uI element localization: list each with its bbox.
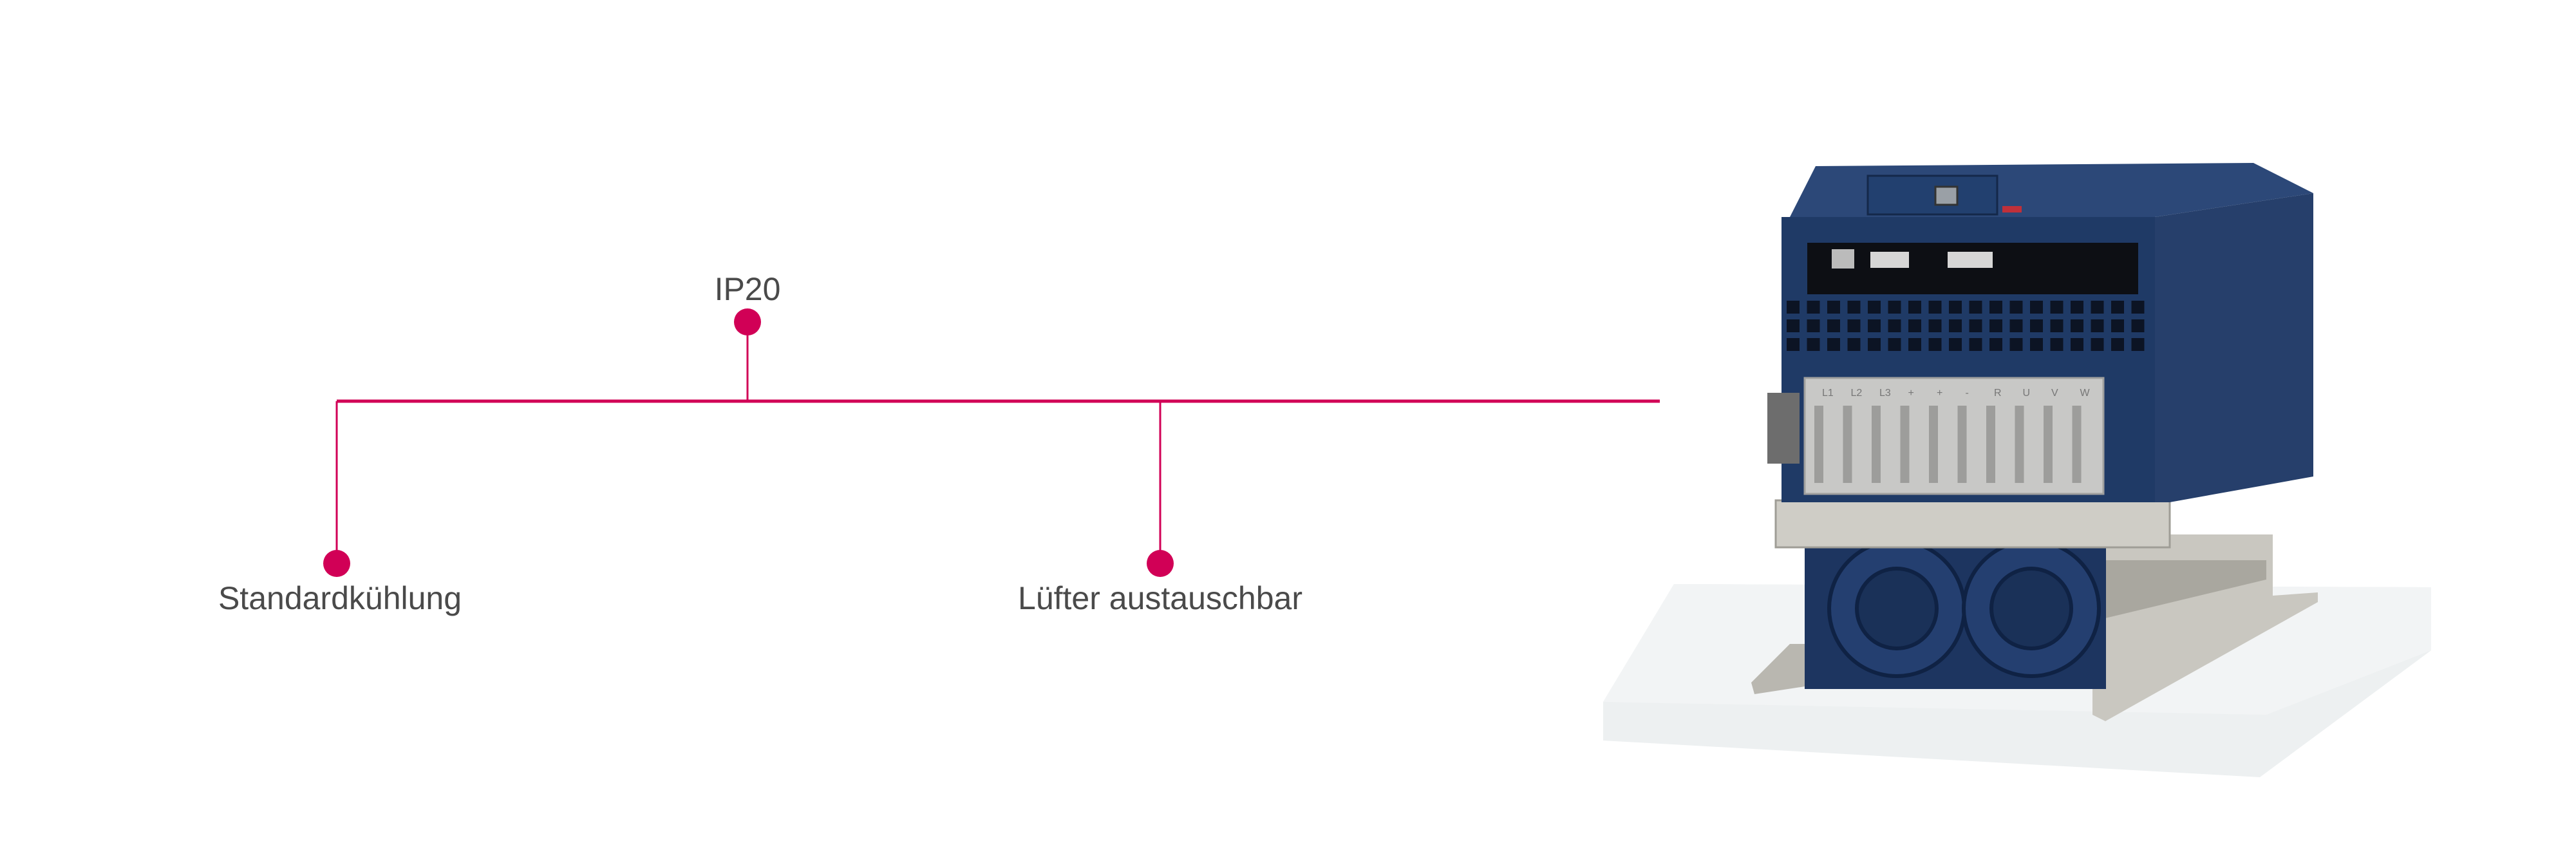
terminal-slot	[2015, 406, 2024, 483]
vent-slot	[2009, 338, 2023, 351]
vent-slot	[1807, 338, 1820, 351]
vent-slot	[1888, 319, 1901, 332]
vent-slot	[2030, 301, 2043, 314]
vent-slot	[1787, 301, 1800, 314]
control-slot	[1807, 243, 2138, 294]
terminal-slot	[1843, 406, 1852, 483]
terminal-slot	[1872, 406, 1881, 483]
vent-slot	[1928, 319, 1942, 332]
vent-slot	[2111, 319, 2124, 332]
terminal-slot	[1814, 406, 1823, 483]
vent-slot	[1827, 338, 1840, 351]
vent-slot	[2050, 301, 2064, 314]
vent-slot	[2111, 338, 2124, 351]
vent-slot	[1868, 338, 1881, 351]
vent-slot	[1989, 301, 2002, 314]
vent-slot	[1847, 338, 1861, 351]
terminal-label: L3	[1879, 388, 1891, 399]
terminal-slot	[1986, 406, 1995, 483]
vent-slot	[1949, 319, 1962, 332]
mounting-plate	[1774, 499, 2171, 549]
vent-slot	[1888, 301, 1901, 314]
vent-slot	[1908, 301, 1921, 314]
connector-lines	[335, 322, 1660, 563]
terminal-label: +	[1908, 388, 1914, 399]
terminal-slot	[1957, 406, 1967, 483]
vent-slot	[1888, 338, 1901, 351]
feature-label-fan: Lüfter austauschbar	[1018, 580, 1302, 616]
ground-terminal	[1767, 393, 1800, 464]
vent-slot	[2131, 301, 2145, 314]
vent-slot	[1868, 319, 1881, 332]
terminal-label: V	[2051, 388, 2058, 399]
vent-slot	[1807, 319, 1820, 332]
housing-right-side	[2155, 193, 2313, 502]
vent-slot	[1989, 319, 2002, 332]
vent-slot	[1847, 319, 1861, 332]
terminal-label: L2	[1851, 388, 1863, 399]
vent-slot	[2050, 338, 2064, 351]
vent-slot	[1787, 319, 1800, 332]
terminal-label: U	[2023, 388, 2031, 399]
bracket-left	[1751, 644, 1809, 694]
vent-slot	[2030, 319, 2043, 332]
vent-slot	[1928, 301, 1942, 314]
vent-slot	[2071, 301, 2083, 314]
terminal-slot	[1929, 406, 1938, 483]
terminal-slot	[2072, 406, 2082, 483]
vent-slot	[2071, 319, 2083, 332]
cooling-dot[interactable]	[323, 550, 350, 577]
terminal-label: L1	[1822, 388, 1834, 399]
fan-dot[interactable]	[1147, 550, 1174, 577]
terminal-label: -	[1966, 388, 1969, 399]
vent-slot	[1847, 301, 1861, 314]
vent-slot	[2091, 338, 2104, 351]
vent-slot	[1949, 338, 1962, 351]
vent-slot	[2091, 319, 2104, 332]
vent-slot	[2131, 338, 2145, 351]
vent-slot	[2091, 301, 2104, 314]
vent-slot	[2009, 301, 2023, 314]
vent-slot	[1868, 301, 1881, 314]
vent-slot	[1949, 301, 1962, 314]
terminal-slot	[1900, 406, 1910, 483]
dsub-connector-1	[1870, 252, 1909, 268]
vent-slot	[1969, 338, 1982, 351]
vent-slot	[1908, 338, 1921, 351]
vent-slot	[1989, 338, 2002, 351]
feature-label-ip20: IP20	[714, 271, 781, 307]
vent-grid	[1787, 301, 2145, 351]
vent-slot	[1928, 338, 1942, 351]
vent-slot	[1908, 319, 1921, 332]
vent-slot	[2009, 319, 2023, 332]
ip20-dot[interactable]	[734, 308, 761, 335]
vent-slot	[2111, 301, 2124, 314]
ethernet-port-icon	[1934, 185, 1959, 206]
vent-slot	[1827, 301, 1840, 314]
terminal-label: +	[1937, 388, 1942, 399]
terminal-slot	[2044, 406, 2053, 483]
vent-slot	[1827, 319, 1840, 332]
dsub-connector-2	[1948, 252, 1993, 268]
top-module	[1866, 175, 1998, 216]
terminal-label: W	[2080, 388, 2091, 399]
feature-label-cooling: Standardkühlung	[218, 580, 462, 616]
vent-slot	[2131, 319, 2145, 332]
drive-product-image: L1 L2 L3 + + - R U V W	[1603, 163, 2431, 777]
vent-slot	[1969, 301, 1982, 314]
terminal-label: R	[1994, 388, 2002, 399]
vent-slot	[2030, 338, 2043, 351]
vent-slot	[2050, 319, 2064, 332]
vent-slot	[1787, 338, 1800, 351]
vent-slot	[1969, 319, 1982, 332]
terminal-block	[1803, 377, 2105, 495]
vent-slot	[1807, 301, 1820, 314]
vent-slot	[2071, 338, 2083, 351]
